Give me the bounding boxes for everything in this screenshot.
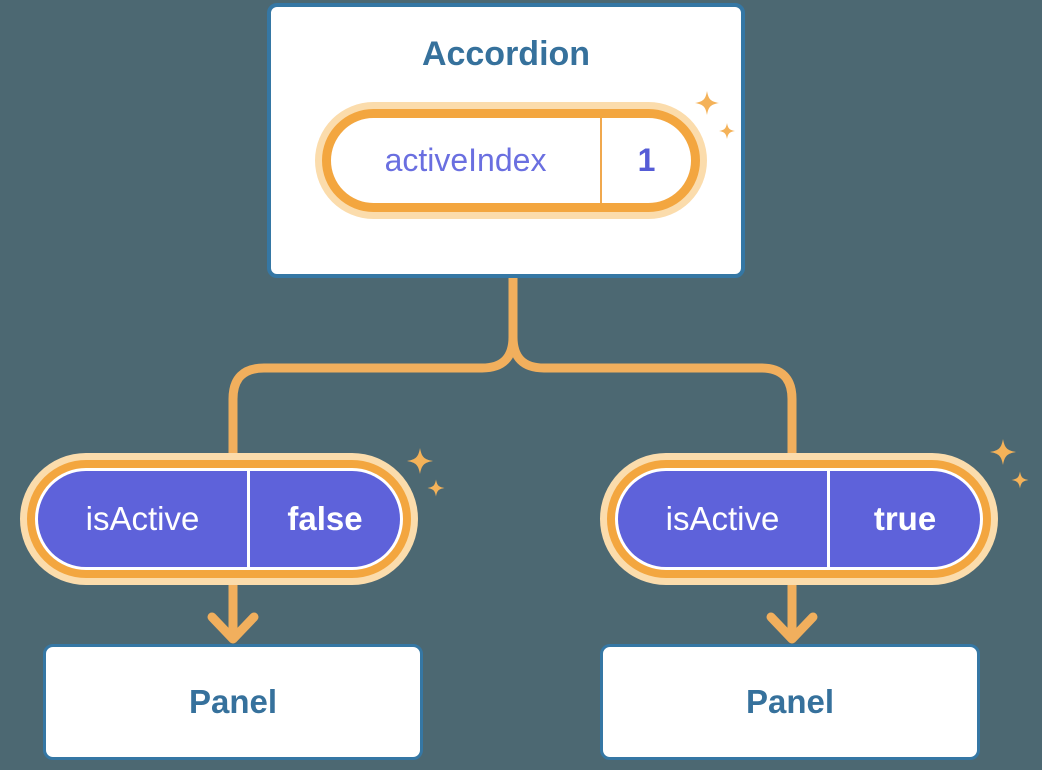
sparkle-icon — [407, 448, 445, 497]
panel2-state-pill: isActive true — [607, 460, 991, 578]
sparkle-icon — [990, 439, 1029, 489]
panel2-state-pill-inner: isActive true — [618, 471, 980, 567]
branch-line-right — [508, 273, 797, 639]
branch-line-left — [228, 273, 518, 639]
state-name-label: activeIndex — [384, 142, 547, 178]
state-name-label: isActive — [665, 500, 780, 537]
state-value-label: 1 — [637, 142, 656, 178]
panel2-card: Panel — [600, 644, 980, 760]
accordion-title: Accordion — [421, 35, 591, 73]
state-value-label: false — [287, 500, 363, 537]
panel1-label: Panel — [188, 683, 278, 720]
accordion-card: Accordion activeIndex 1 — [267, 3, 745, 278]
panel1-state-pill: isActive false — [27, 460, 411, 578]
pill-divider — [827, 471, 830, 567]
panel1-card: Panel — [43, 644, 423, 760]
pill-divider — [600, 118, 602, 203]
panel2-label: Panel — [745, 683, 835, 720]
accordion-state-pill: activeIndex 1 — [322, 109, 700, 212]
state-value-label: true — [873, 500, 937, 537]
arrowhead-right-icon — [766, 612, 818, 644]
panel1-state-pill-inner: isActive false — [38, 471, 400, 567]
state-name-label: isActive — [85, 500, 200, 537]
arrowhead-left-icon — [207, 612, 259, 644]
